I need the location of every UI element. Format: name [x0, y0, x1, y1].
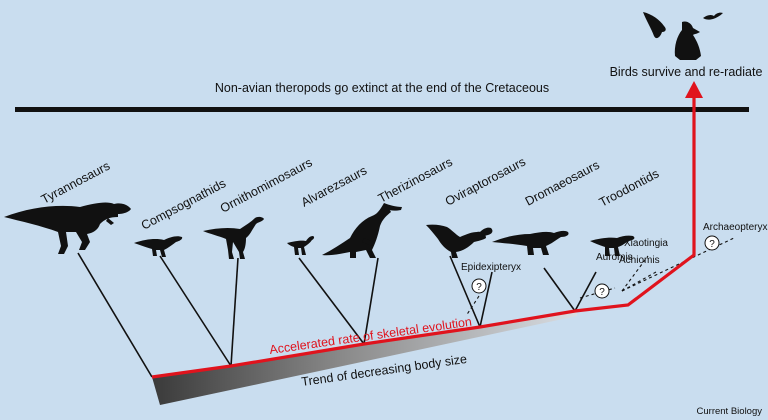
question-marker-archaeopteryx [704, 235, 720, 251]
uncertainty-markers: ? ? ? [471, 235, 720, 299]
journal-credit: Current Biology [697, 406, 763, 417]
taxon-label-auromis: Auromis [596, 252, 633, 263]
question-mark-3: ? [709, 239, 715, 250]
branch-oviraptorosaurs-2 [479, 271, 493, 328]
question-mark-1: ? [476, 282, 482, 293]
clade-label-troodontids: Troodontids [597, 167, 661, 210]
troodontid-silhouette [590, 235, 635, 256]
branch-dromaeosaurs [543, 267, 576, 312]
dromaeosaur-silhouette [492, 230, 569, 255]
branch-therizinosaurs [363, 257, 379, 345]
taxon-label-archaeopteryx: Archaeopteryx [703, 222, 767, 233]
clade-label-dromaeosaurs: Dromaeosaurs [523, 158, 602, 209]
penguin-silhouette [674, 21, 701, 61]
ornithomimosaur-silhouette [203, 216, 264, 259]
uncertain-taxa-labels: Epidexipteryx Auromis Xiaotingia Achiomi… [461, 222, 767, 273]
taxon-label-achiomis: Achiomis [619, 255, 660, 266]
compsognathid-silhouette [134, 236, 183, 257]
clade-label-compsognathids: Compsognathids [139, 176, 228, 232]
clade-label-tyrannosaurs: Tyrannosaurs [39, 159, 112, 207]
oviraptorosaur-silhouette [426, 224, 493, 258]
main-lineage-line [151, 96, 696, 379]
extinction-caption: Non-avian theropods go extinct at the en… [215, 81, 549, 95]
question-marker-auromis [594, 283, 610, 299]
body-size-wedge [152, 312, 577, 405]
branch-alvarezsaurs [298, 257, 365, 345]
clade-label-ornithomimosaurs: Ornithomimosaurs [218, 155, 315, 215]
branch-epidexipteryx-dashed [465, 295, 480, 317]
branch-compsognathids [159, 255, 232, 367]
question-mark-2: ? [599, 287, 605, 298]
taxon-label-xiaotingia: Xiaotingia [624, 238, 668, 249]
clade-label-oviraptorosaurs: Oviraptorosaurs [443, 155, 528, 209]
bird-survival-arrowhead [685, 81, 703, 98]
branch-oviraptorosaurs [449, 255, 481, 328]
branch-ornithomimosaurs [230, 257, 239, 367]
tyrannosaur-silhouette [4, 202, 131, 254]
alvarezsaur-silhouette [287, 236, 315, 255]
small-flying-bird-silhouette [703, 12, 723, 20]
branch-tyrannosaurs [77, 252, 153, 378]
flying-bird-silhouette [643, 12, 666, 39]
branch-xiaotingia-dashed [621, 255, 649, 292]
birds-caption: Birds survive and re-radiate [610, 65, 763, 79]
branch-troodontids [574, 271, 597, 312]
therizinosaur-silhouette [322, 203, 402, 258]
silhouettes [4, 12, 723, 259]
clade-labels: Tyrannosaurs Compsognathids Ornithomimos… [39, 155, 661, 233]
taxon-label-epidexipteryx: Epidexipteryx [461, 262, 521, 273]
extinction-line [15, 107, 749, 112]
clade-branches [77, 252, 597, 378]
question-marker-epidexipteryx [471, 278, 487, 294]
